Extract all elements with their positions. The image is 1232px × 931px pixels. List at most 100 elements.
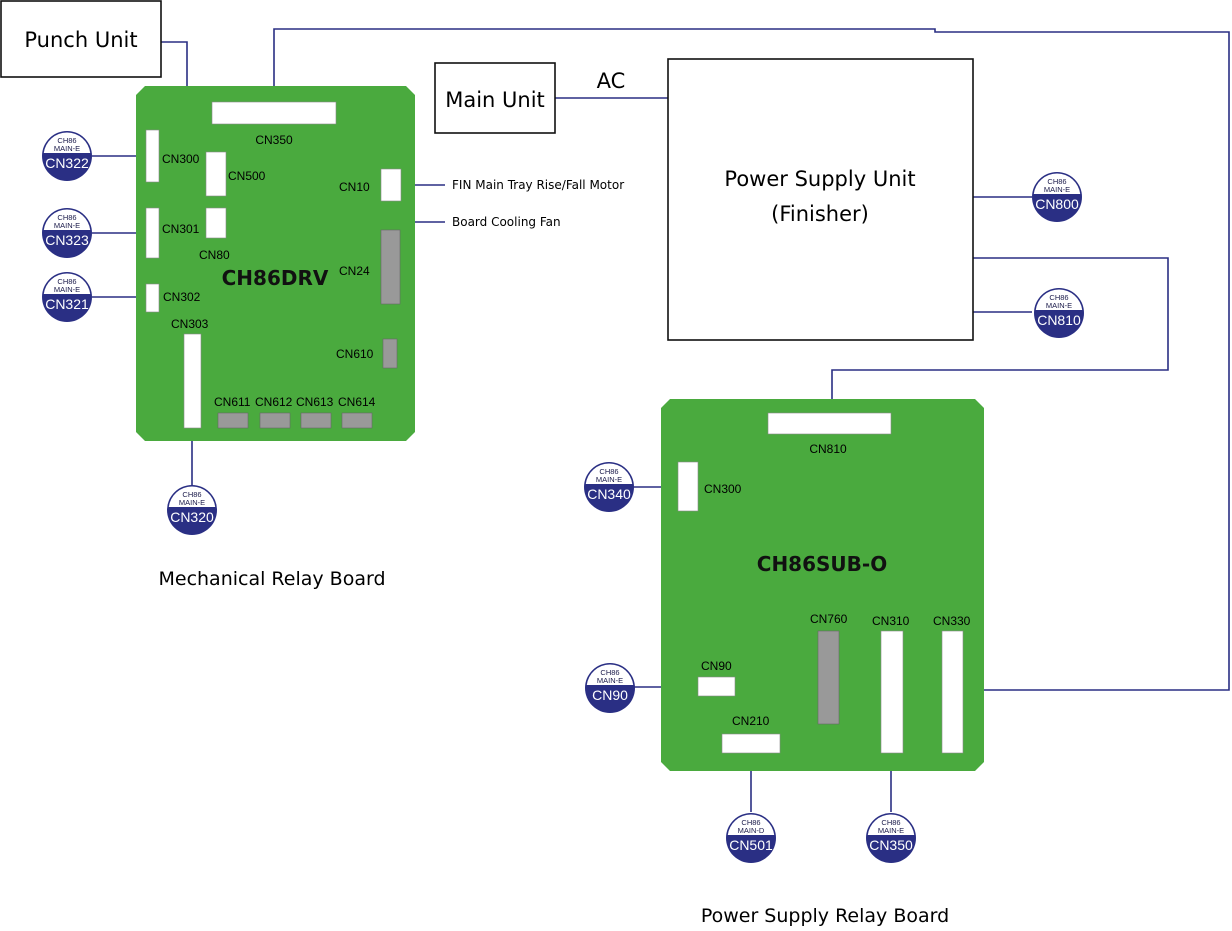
badge-connector-label: CN501: [729, 837, 773, 853]
sub-board-title: CH86SUB-O: [757, 552, 887, 576]
badge-connector-label: CN350: [869, 837, 913, 853]
badge-cap: [1033, 173, 1081, 194]
badge-main-label: MAIN-E: [54, 285, 80, 294]
drv-cn80-connector: [205, 207, 227, 239]
drv-cn303-connector: [183, 333, 202, 429]
badge-connector-label: CN810: [1037, 312, 1081, 328]
badge-cap: [43, 209, 91, 230]
badge-connector-label: CN340: [587, 486, 631, 502]
badge-main-label: MAIN-E: [878, 826, 904, 835]
badge-connector-label: CN323: [45, 232, 89, 248]
badge-connector-label: CN322: [45, 155, 89, 171]
drv-cn350-connector: [211, 101, 337, 125]
drv-cn302-label: CN302: [163, 290, 201, 304]
sub-cn310-connector: [880, 630, 904, 754]
main-unit-box: Main Unit: [434, 62, 556, 134]
drv-cn301-connector: [145, 207, 160, 259]
power-supply-relay-board: CH86SUB-O CN810 CN300 CN760 CN310 CN330 …: [661, 399, 984, 771]
sub-cn90-connector: [697, 676, 736, 697]
drv-cn301-label: CN301: [162, 222, 200, 236]
ac-label: AC: [597, 69, 626, 93]
sub-cn330-label: CN330: [933, 614, 971, 628]
drv-cn612-connector: [259, 412, 291, 429]
cooling-fan-label: Board Cooling Fan: [452, 215, 561, 229]
badge-main-label: MAIN-E: [54, 221, 80, 230]
sub-cn90-label: CN90: [701, 659, 732, 673]
drv-cn302-connector: [145, 283, 160, 313]
wire-psu-cn810-sub: [831, 257, 1169, 413]
badge-board-label: CH86: [182, 490, 201, 499]
badge-cap: [585, 463, 633, 484]
fin-motor-label: FIN Main Tray Rise/Fall Motor: [452, 178, 624, 192]
badge-cap: [867, 814, 915, 835]
badge-cap: [1035, 289, 1083, 310]
sub-cn310-label: CN310: [872, 614, 910, 628]
sub-cn210-connector: [721, 733, 781, 754]
badge-main-label: MAIN-E: [1046, 301, 1072, 310]
badge-board-label: CH86: [57, 277, 76, 286]
drv-cn610-connector: [382, 338, 398, 369]
drv-cn500-label: CN500: [228, 169, 266, 183]
drv-cn300-label: CN300: [162, 152, 200, 166]
drv-cn611-connector: [217, 412, 249, 429]
sub-cn810-connector: [767, 412, 892, 435]
drv-cn350-label: CN350: [255, 133, 293, 147]
main-board-badges: CH86MAIN-ECN322CH86MAIN-ECN323CH86MAIN-E…: [42, 131, 1084, 863]
drv-cn614-label: CN614: [338, 395, 376, 409]
sub-cn300-label: CN300: [704, 482, 742, 496]
drv-cn612-label: CN612: [255, 395, 293, 409]
badge-main-label: MAIN-E: [597, 676, 623, 685]
mechanical-relay-board: CH86DRV CN350 CN300 CN500 CN10 CN301 CN8…: [136, 86, 415, 441]
wire-cn350-cn330: [273, 28, 1230, 691]
drv-cn614-connector: [341, 412, 373, 429]
badge-board-label: CH86: [57, 136, 76, 145]
badge-connector-label: CN320: [170, 509, 214, 525]
main-unit-label: Main Unit: [445, 88, 545, 112]
sub-cn330-connector: [941, 630, 964, 754]
badge-board-label: CH86: [600, 668, 619, 677]
drv-cn500-connector: [205, 151, 227, 197]
drv-cn80-label: CN80: [199, 248, 230, 262]
badge-board-label: CH86: [599, 467, 618, 476]
badge-connector-label: CN321: [45, 296, 89, 312]
badge-cap: [586, 664, 634, 685]
badge-connector-label: CN800: [1035, 196, 1079, 212]
drv-board-caption: Mechanical Relay Board: [158, 568, 385, 590]
power-supply-unit-box: Power Supply Unit (Finisher): [667, 58, 974, 341]
badge-cap: [727, 814, 775, 835]
sub-board-caption: Power Supply Relay Board: [701, 905, 949, 927]
punch-unit-box: Punch Unit: [0, 0, 162, 78]
drv-cn300-connector: [145, 129, 160, 183]
drv-cn610-label: CN610: [336, 347, 374, 361]
psu-label-line2: (Finisher): [771, 202, 869, 226]
badge-board-label: CH86: [881, 818, 900, 827]
badge-main-label: MAIN-D: [738, 826, 765, 835]
sub-cn760-connector: [817, 630, 840, 725]
sub-cn300-connector: [677, 461, 699, 512]
psu-label-line1: Power Supply Unit: [724, 167, 915, 191]
badge-board-label: CH86: [741, 818, 760, 827]
badge-main-label: MAIN-E: [1044, 185, 1070, 194]
badge-board-label: CH86: [57, 213, 76, 222]
badge-connector-label: CN90: [592, 687, 628, 703]
badge-cap: [43, 273, 91, 294]
drv-board-title: CH86DRV: [222, 266, 329, 290]
drv-cn613-label: CN613: [296, 395, 334, 409]
drv-cn303-label: CN303: [171, 317, 209, 331]
badge-main-label: MAIN-E: [54, 144, 80, 153]
badge-cap: [168, 486, 216, 507]
drv-cn24-label: CN24: [339, 264, 370, 278]
sub-cn760-label: CN760: [810, 612, 848, 626]
drv-cn10-label: CN10: [339, 180, 370, 194]
drv-cn24-connector: [380, 229, 401, 305]
badge-board-label: CH86: [1049, 293, 1068, 302]
